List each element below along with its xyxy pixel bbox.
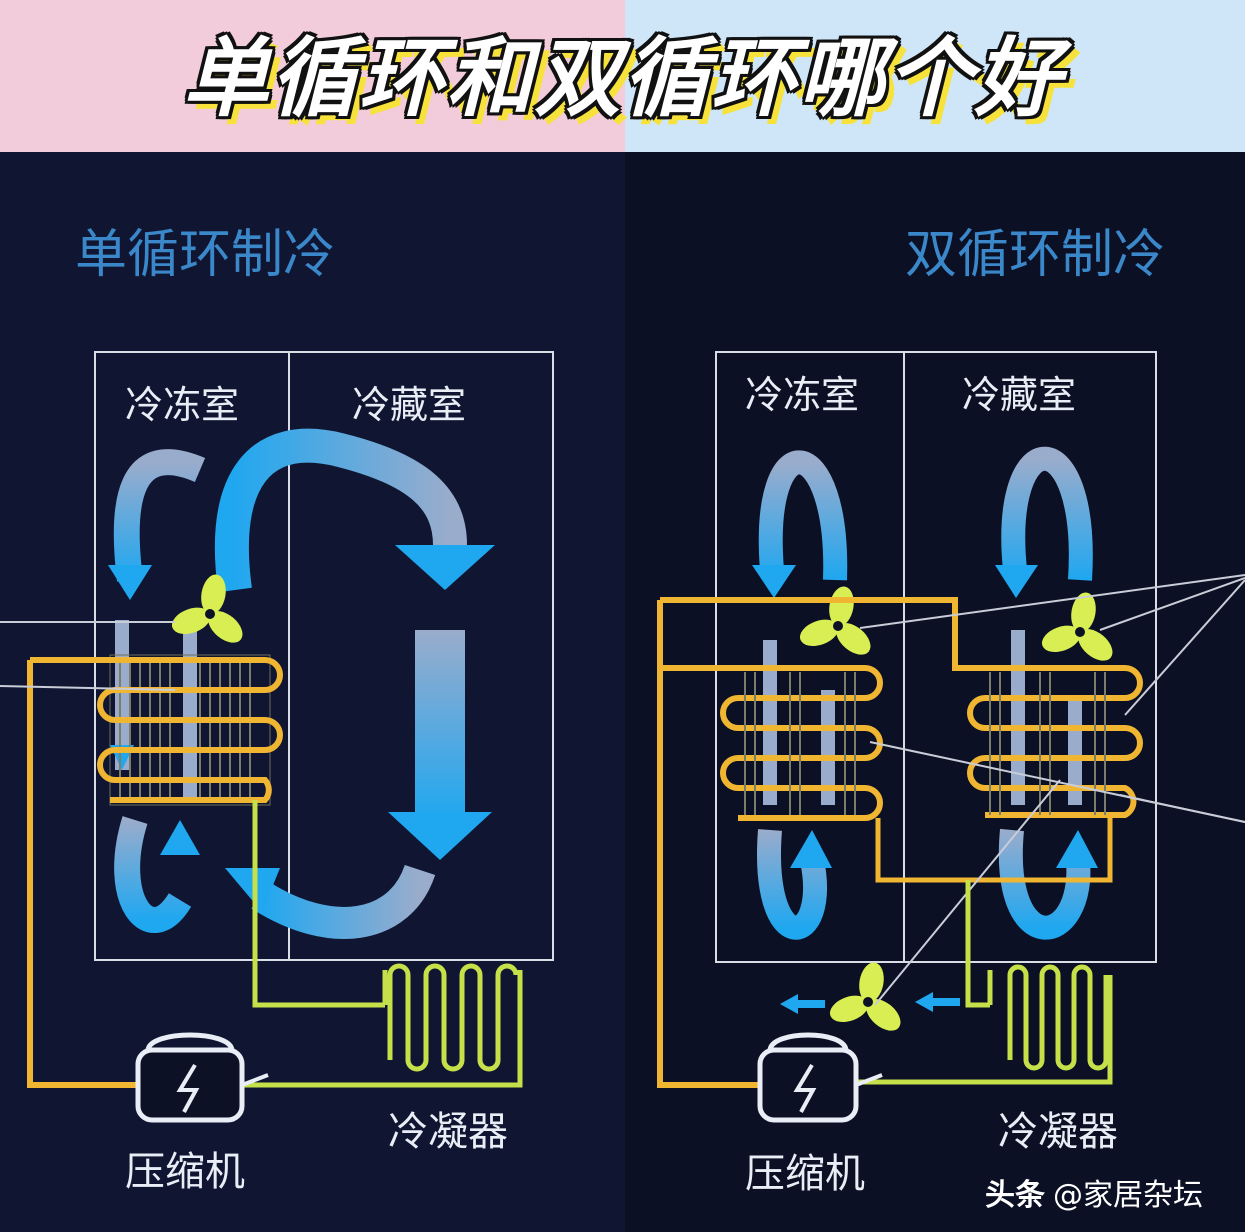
right-freezer-arrow-up [790, 830, 832, 868]
right-refrigerant-pipe-fridge [657, 597, 1143, 1088]
right-fridge-label: 冷藏室 [962, 373, 1076, 417]
left-crossing-airflow-top [214, 428, 467, 593]
left-freezer-label: 冷冻室 [125, 383, 239, 427]
left-refrigerant-pipe-yellow [27, 657, 283, 1088]
left-pointer-line-2 [0, 685, 176, 691]
right-fridge-airflow-top [1001, 446, 1093, 581]
right-fridge-airflow-bottom [998, 828, 1091, 940]
left-fridge-label: 冷藏室 [352, 383, 466, 427]
left-freezer-airflow-top [113, 449, 206, 582]
dual-cycle-panel [625, 152, 1245, 1232]
left-fridge-arrow-top [395, 545, 495, 590]
right-refrigerant-pipe-green [855, 880, 1113, 1085]
left-freezer-arrow-up [160, 820, 200, 855]
right-freezer-airflow-top [758, 450, 848, 581]
right-heading: 双循环制冷 [905, 225, 1165, 285]
right-fridge-arrow-up [1056, 830, 1098, 868]
left-freezer-airflow-bottom [114, 816, 192, 933]
right-freezer-label: 冷冻室 [745, 373, 859, 417]
left-evaporator-grid [109, 654, 271, 806]
watermark-platform: 头条 [985, 1178, 1045, 1213]
left-condenser-icon [382, 963, 519, 1072]
right-fan-airflow-arrows [780, 992, 960, 1014]
left-condenser-label: 冷凝器 [388, 1109, 508, 1155]
right-freezer-arrow-down [752, 565, 796, 598]
right-condenser-icon [1007, 964, 1109, 1071]
right-freezer-airflow-bottom [757, 829, 827, 940]
left-fridge-airflow-down [415, 630, 465, 820]
right-evaporator-fins [744, 672, 1106, 815]
banner-title: 单循环和双循环哪个好 [182, 29, 1063, 129]
left-fridge-arrow-down [388, 812, 492, 860]
left-compressor-icon [135, 1032, 269, 1123]
left-refrigerant-pipe-green [240, 800, 523, 1088]
right-refrigerant-pipe-freezer [660, 665, 883, 821]
right-cabinet [715, 351, 1157, 963]
left-compressor-label: 压缩机 [125, 1149, 245, 1195]
watermark: 头条@家居杂坛 [985, 1170, 1203, 1214]
banner-left-bg [0, 0, 625, 152]
right-compressor-icon [757, 1032, 883, 1123]
left-cabinet [94, 351, 554, 961]
right-fridge-arrow-down [995, 565, 1038, 598]
right-compressor-label: 压缩机 [745, 1151, 865, 1197]
left-heading: 单循环制冷 [75, 225, 335, 285]
right-pipe-return [875, 815, 1113, 883]
left-freezer-arrow-down [108, 565, 152, 600]
left-evaporator-fins [119, 660, 251, 800]
right-freezer-fan-icon [796, 584, 877, 661]
watermark-account: @家居杂坛 [1053, 1178, 1203, 1213]
left-crossing-airflow-bottom [251, 864, 436, 939]
right-condenser-label: 冷凝器 [998, 1109, 1118, 1155]
banner-right-bg [625, 0, 1245, 152]
right-condenser-fan-icon [826, 960, 907, 1037]
